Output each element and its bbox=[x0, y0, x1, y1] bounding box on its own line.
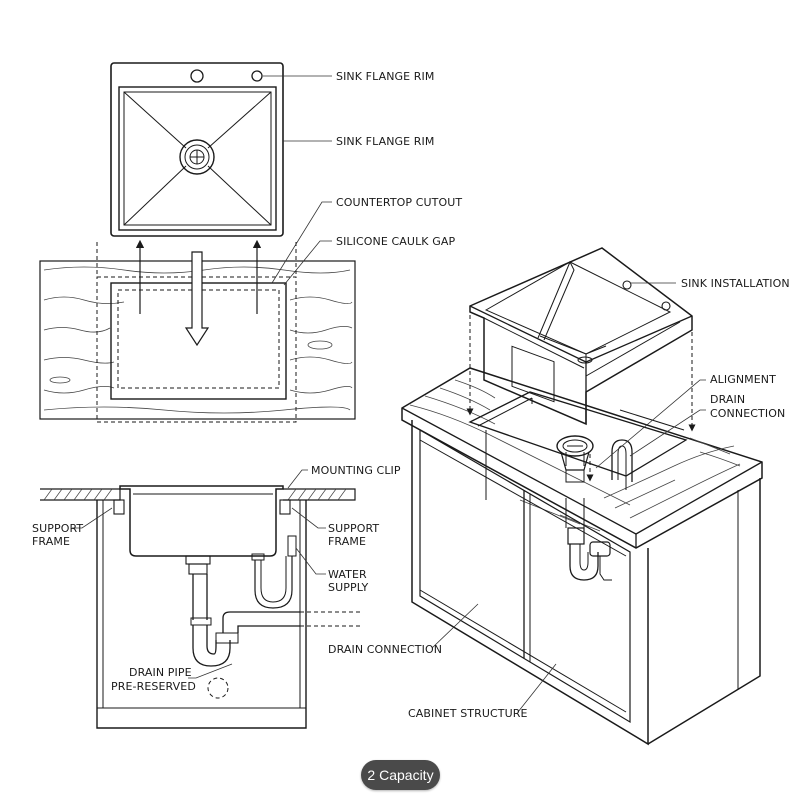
faucet-hole-icon bbox=[190, 69, 204, 83]
label-drain-connection-top: DRAIN bbox=[710, 393, 745, 406]
isometric-cabinet-view bbox=[401, 247, 763, 746]
label-sink-installation: SINK INSTALLATION bbox=[681, 277, 790, 290]
label-cabinet-structure: CABINET STRUCTURE bbox=[408, 707, 528, 720]
sink-top-view bbox=[110, 62, 284, 237]
cross-section-view bbox=[40, 485, 362, 729]
label-support-frame-right: SUPPORT bbox=[328, 522, 379, 535]
capacity-button[interactable]: 2 Capacity bbox=[361, 760, 440, 790]
label-drain-connection-top-2: CONNECTION bbox=[710, 407, 785, 420]
label-support-frame-right-2: FRAME bbox=[328, 535, 366, 548]
label-silicone-caulk-gap: SILICONE CAULK GAP bbox=[336, 235, 455, 248]
label-countertop-cutout: COUNTERTOP CUTOUT bbox=[336, 196, 462, 209]
label-alignment: ALIGNMENT bbox=[710, 373, 776, 386]
label-water-supply: WATER bbox=[328, 568, 367, 581]
label-support-frame-left-2: FRAME bbox=[32, 535, 70, 548]
label-mounting-clip: MOUNTING CLIP bbox=[311, 464, 401, 477]
label-drain-pipe: DRAIN PIPE bbox=[129, 666, 192, 679]
label-drain-pipe-2: PRE-RESERVED bbox=[111, 680, 196, 693]
down-arrow-icon bbox=[184, 251, 210, 347]
label-sink-flange-rim-mid: SINK FLANGE RIM bbox=[336, 135, 434, 148]
label-support-frame-left: SUPPORT bbox=[32, 522, 83, 535]
label-water-supply-2: SUPPLY bbox=[328, 581, 368, 594]
drain-reserve-icon bbox=[207, 677, 229, 699]
countertop-cutout-view bbox=[39, 239, 356, 423]
label-sink-flange-rim-top: SINK FLANGE RIM bbox=[336, 70, 434, 83]
faucet-hole-icon bbox=[251, 70, 263, 82]
label-drain-connection-bottom: DRAIN CONNECTION bbox=[328, 643, 442, 656]
water-valve-icon bbox=[287, 535, 297, 557]
